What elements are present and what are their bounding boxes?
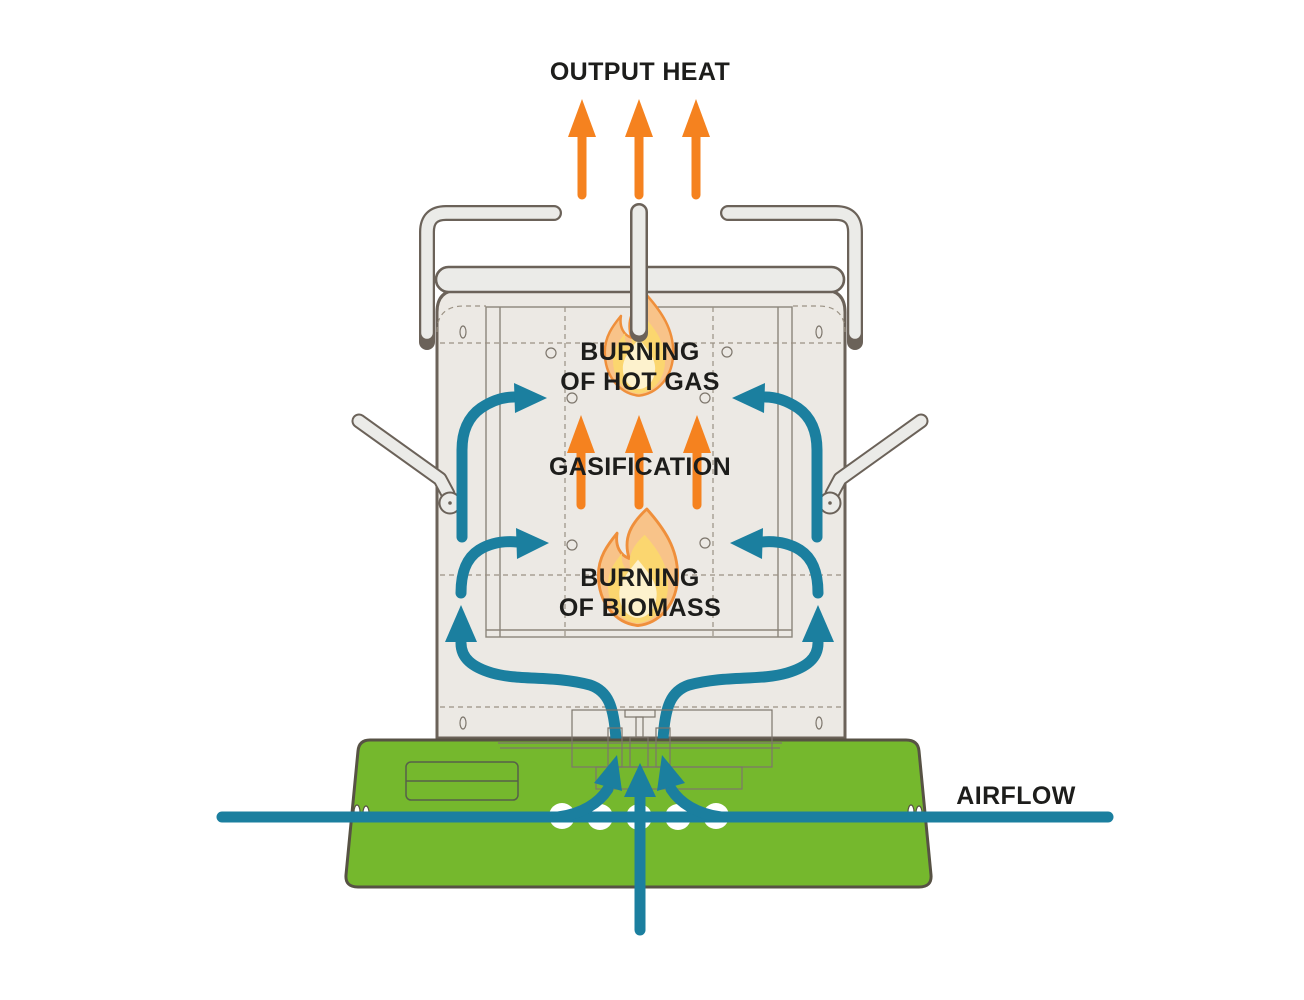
pot-support [419,203,863,350]
airflow-arrows [216,755,1114,936]
gasification-arrows [567,415,711,510]
base-vent [405,761,519,801]
side-handles [351,413,929,515]
internal-airflow-arrows [445,383,834,746]
rivet-holes [459,325,823,730]
output-heat-arrows [568,99,710,200]
